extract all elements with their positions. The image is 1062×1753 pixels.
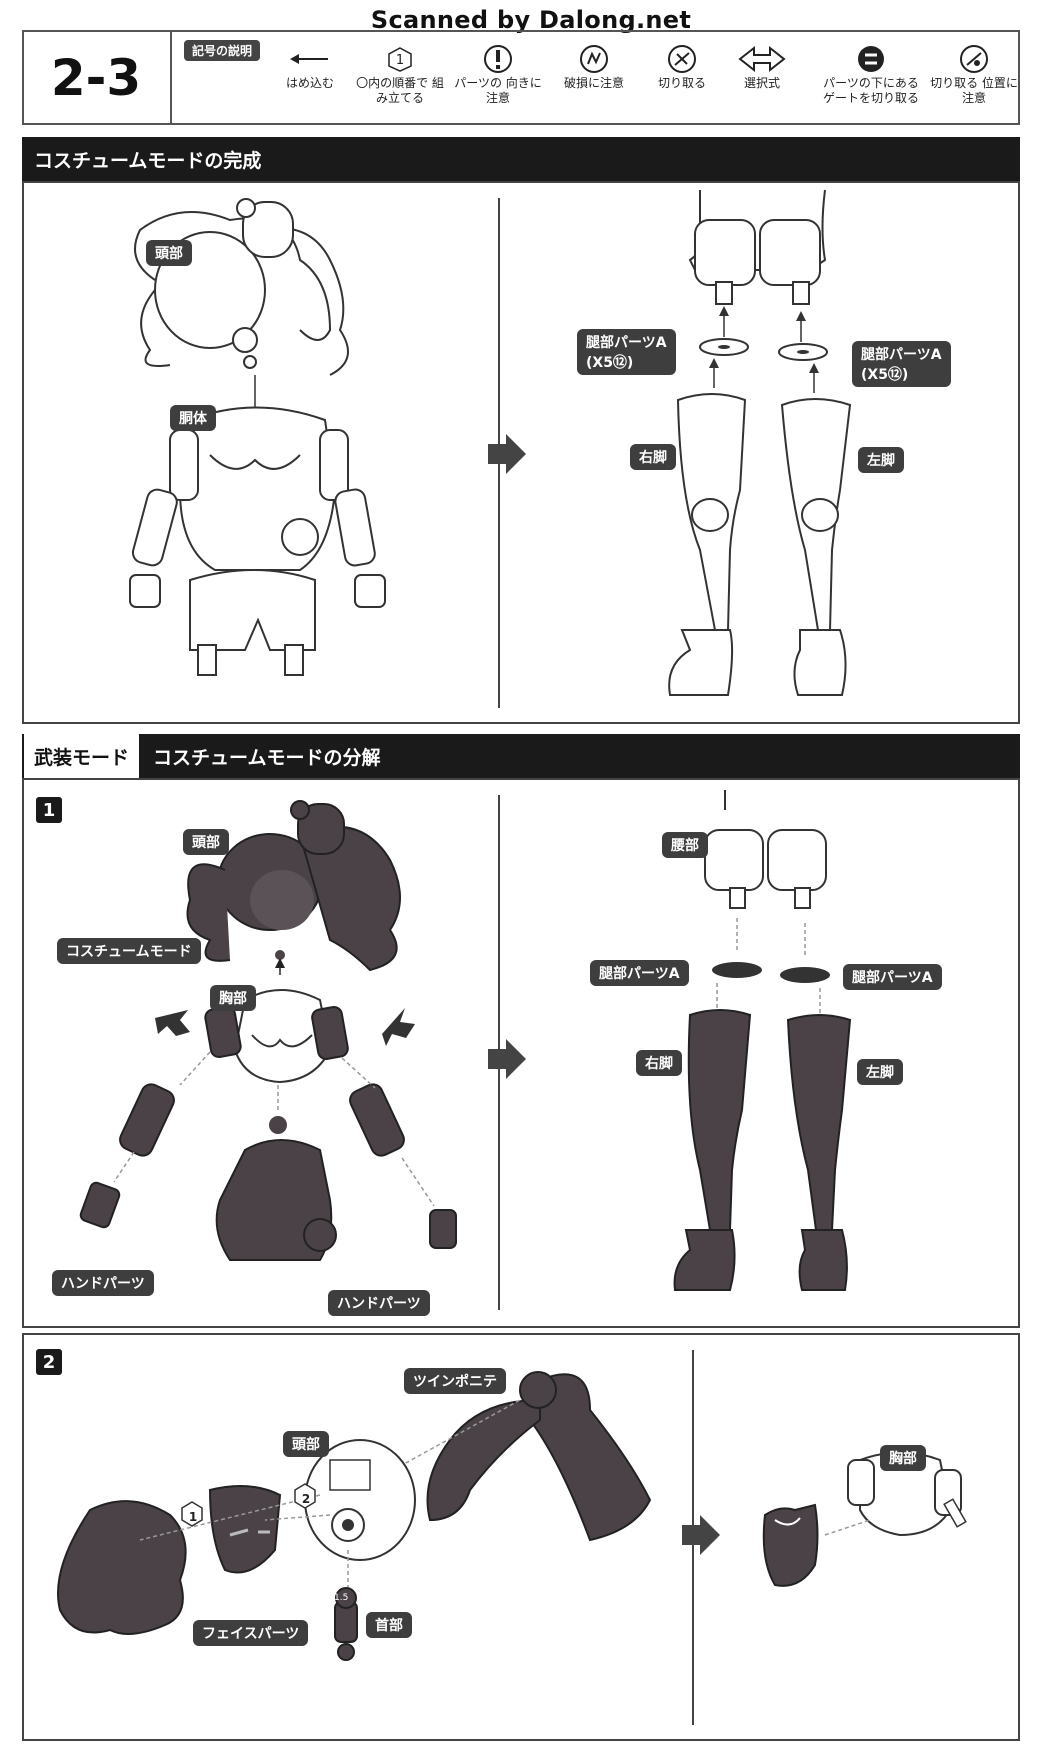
label-head-step1: 頭部 (183, 829, 229, 855)
order-marker-1: 1 (188, 1510, 198, 1524)
order-marker-2: 2 (301, 1492, 311, 1506)
label-right-leg-step1: 右脚 (636, 1050, 682, 1076)
label-right-leg: 右脚 (630, 444, 676, 470)
panel-step1 (22, 778, 1020, 1328)
legend-item-break: 破損に注意 (546, 42, 642, 91)
head-disassembly-illustration (57, 1371, 652, 1661)
legend-item-direction: パーツの 向きに注意 (450, 42, 546, 106)
label-thigh-a-2: 腿部パーツA (843, 964, 942, 990)
legend-item-cut: 切り取る (634, 42, 730, 91)
neck-size-marker: 1.5 (334, 1593, 349, 1603)
legend-item-choice: 選択式 (714, 42, 810, 91)
label-head-step2: 頭部 (283, 1431, 329, 1457)
exclamation-icon (484, 45, 512, 73)
label-face-parts: フェイスパーツ (193, 1620, 309, 1646)
legs-disassembly-illustration (673, 790, 852, 1291)
label-neck: 首部 (366, 1612, 412, 1638)
disassembly-upper-body-illustration (79, 800, 457, 1261)
label-thigh-a-right: 腿部パーツA(X5⑫) (852, 341, 951, 387)
label-twin-ponytail: ツインポニテ (404, 1368, 506, 1394)
label-hand-left: ハンドパーツ (52, 1270, 154, 1296)
costume-figure-illustration (129, 198, 386, 676)
label-chest-step1: 胸部 (210, 985, 256, 1011)
label-head: 頭部 (146, 240, 192, 266)
next-arrow-icon-step2 (682, 1515, 720, 1555)
section-bar-complete: コスチュームモードの完成 (22, 137, 1020, 181)
header-frame (22, 30, 1020, 125)
cut-position-icon (960, 45, 988, 73)
legend-item-order: 1 〇内の順番で 組み立てる (352, 42, 448, 106)
circled-number-icon: 1 (388, 47, 412, 72)
label-costume-mode: コスチュームモード (57, 938, 201, 964)
break-caution-icon (580, 45, 608, 73)
section-bar-disassemble: 武装モード コスチュームモードの分解 (22, 734, 1020, 778)
under-gate-icon (858, 46, 884, 72)
label-thigh-a-1: 腿部パーツA (590, 960, 689, 986)
scan-watermark: Scanned by Dalong.net (370, 6, 692, 34)
cut-icon (668, 45, 696, 73)
label-left-leg: 左脚 (858, 447, 904, 473)
label-torso: 胴体 (170, 405, 216, 431)
step-number: 2-3 (22, 30, 172, 125)
section-title-complete: コスチュームモードの完成 (34, 149, 262, 172)
choice-arrows-icon (738, 45, 786, 73)
label-thigh-a-left: 腿部パーツA(X5⑫) (577, 329, 676, 375)
step2-number: 2 (36, 1349, 62, 1375)
legs-assembly-illustration (668, 189, 852, 696)
step1-number: 1 (36, 797, 62, 823)
legend-item-cut-position: 切り取る 位置に注意 (926, 42, 1022, 106)
next-arrow-icon (488, 434, 526, 474)
svg-text:1: 1 (396, 53, 404, 68)
label-chest-step2: 胸部 (880, 1445, 926, 1471)
legend-title: 記号の説明 (184, 40, 261, 61)
section-tag-armed-mode: 武装モード (24, 734, 140, 778)
label-hand-right: ハンドパーツ (328, 1290, 430, 1316)
label-waist: 腰部 (662, 832, 708, 858)
next-arrow-icon-step1 (488, 1039, 526, 1079)
panel-complete (22, 181, 1020, 724)
legend-item-press-fit: はめ込む (262, 42, 358, 91)
arrow-left-icon (290, 54, 328, 64)
chest-disassembly-illustration (762, 1451, 967, 1587)
section-title-disassemble: コスチュームモードの分解 (153, 746, 381, 769)
legend-item-under-gate: パーツの下にある ゲートを切り取る (816, 42, 926, 106)
panel-step2 (22, 1333, 1020, 1741)
label-left-leg-step1: 左脚 (857, 1059, 903, 1085)
